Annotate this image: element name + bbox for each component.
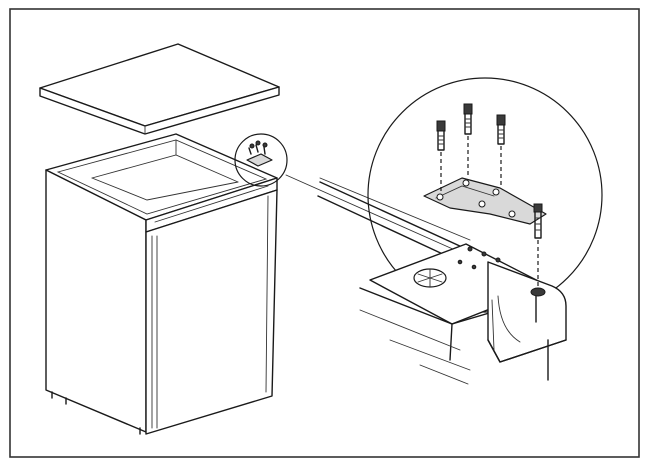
freezer-door xyxy=(145,189,278,435)
hinge-bracket xyxy=(423,177,547,225)
hinge-screws xyxy=(436,103,506,192)
hinge-pin xyxy=(533,203,543,288)
hinge-screw-middle xyxy=(463,103,473,178)
freezer-cabinet xyxy=(45,133,278,435)
outer-frame xyxy=(9,8,640,458)
cabinet-corner-detail xyxy=(317,181,567,385)
freezer-lid xyxy=(39,43,280,135)
hinge-screw-right xyxy=(496,114,506,188)
magnified-view-circle xyxy=(367,77,603,313)
hinge-screw-left xyxy=(436,120,446,192)
hinge-callout-circle xyxy=(234,133,288,187)
